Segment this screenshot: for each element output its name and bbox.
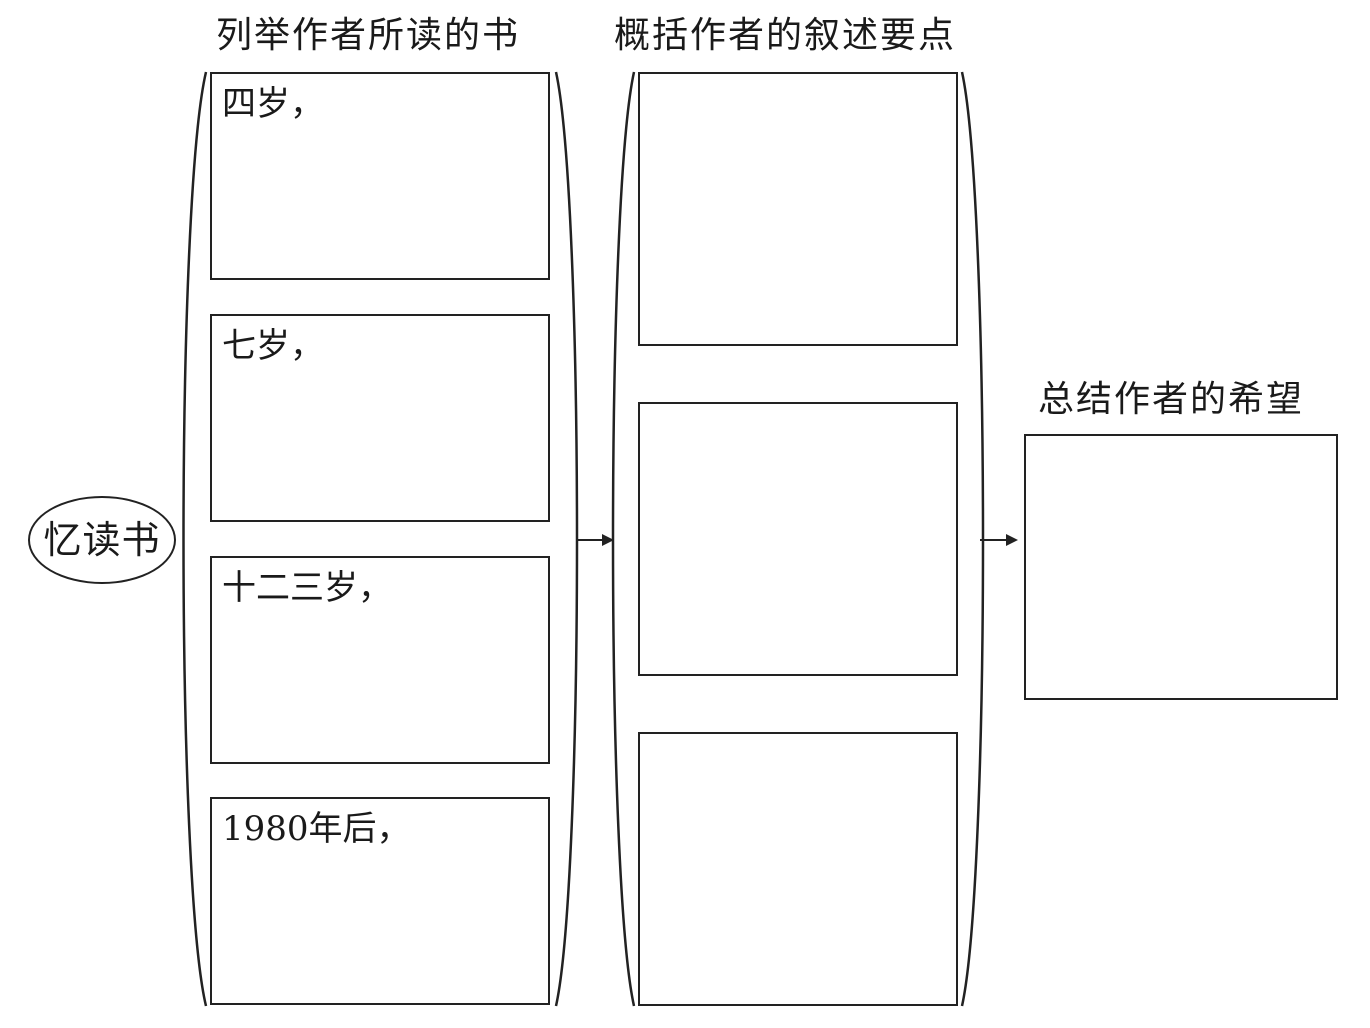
- column-1-box-2-label: 七岁，: [222, 326, 324, 366]
- right-paren-col1: [554, 71, 579, 1007]
- arrow-col2-to-col3: [980, 534, 1018, 546]
- column-1-box-3[interactable]: 十二三岁，: [210, 556, 550, 764]
- column-1-box-4-label: 1980年后，: [222, 809, 411, 849]
- column-1-box-1-label: 四岁，: [222, 84, 324, 124]
- column-3-box-1[interactable]: [1024, 434, 1338, 700]
- column-2-header: 概括作者的叙述要点: [614, 15, 957, 56]
- topic-ellipse: 忆读书: [28, 496, 176, 584]
- column-1-header: 列举作者所读的书: [216, 15, 521, 56]
- column-2-box-3[interactable]: [638, 732, 958, 1006]
- column-2-box-1[interactable]: [638, 72, 958, 346]
- topic-label: 忆读书: [43, 518, 161, 562]
- column-1-box-3-label: 十二三岁，: [222, 568, 392, 608]
- column-1-box-2[interactable]: 七岁，: [210, 314, 550, 522]
- left-paren-col2: [611, 71, 636, 1007]
- left-paren-col1: [182, 71, 208, 1007]
- column-1-box-4[interactable]: 1980年后，: [210, 797, 550, 1005]
- right-paren-col2: [960, 71, 985, 1007]
- column-2-box-2[interactable]: [638, 402, 958, 676]
- arrow-col1-to-col2: [576, 534, 614, 546]
- column-1-box-1[interactable]: 四岁，: [210, 72, 550, 280]
- column-3-header: 总结作者的希望: [1038, 379, 1305, 420]
